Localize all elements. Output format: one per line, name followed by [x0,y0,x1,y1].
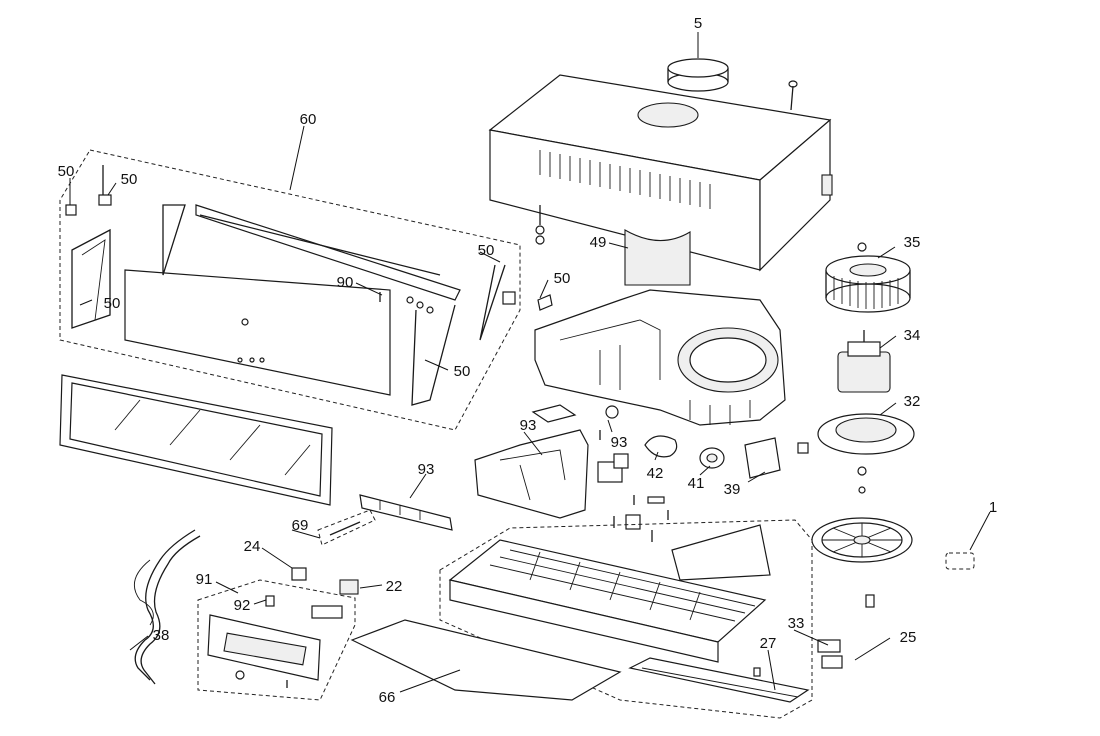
fan-guard [811,517,913,608]
callout-93: 93 [611,434,628,451]
callout-41: 41 [688,475,705,492]
screws-90 [379,292,434,314]
bracket-50-top [65,165,553,311]
callout-32: 32 [904,393,921,410]
callout-1: 1 [989,499,997,516]
filter-clips [817,639,843,669]
callout-42: 42 [647,465,664,482]
fan-motor [837,330,891,393]
callout-66: 66 [379,689,396,706]
callout-50: 50 [554,270,571,287]
screw [788,80,798,111]
callout-92: 92 [234,597,251,614]
power-cord [133,529,201,685]
grease-filter [628,657,810,703]
fastener-stack [535,205,545,245]
bulb-socket [699,447,725,469]
callout-labels: 5 60 50 50 50 50 50 50 90 49 35 34 32 1 … [58,15,998,706]
callout-93: 93 [520,417,537,434]
front-trim-panel [350,619,622,701]
callout-50: 50 [454,363,471,380]
damper-flap [624,229,691,286]
callout-5: 5 [694,15,702,32]
callout-22: 22 [386,578,403,595]
duct-collar [667,58,729,92]
callout-91: 91 [196,571,213,588]
callout-34: 34 [904,327,921,344]
socket-clip [531,404,577,423]
light-bulb [644,435,678,458]
small-fasteners [599,430,669,542]
lamp-socket [597,405,629,483]
filter-frame-assembly [59,149,521,431]
light-housing [474,429,589,519]
control-panel-assembly [197,579,356,701]
wire-harness [317,509,376,546]
callout-90: 90 [337,274,354,291]
callout-39: 39 [724,481,741,498]
bottom-panel-assembly [439,519,813,719]
callout-24: 24 [244,538,261,555]
callout-49: 49 [590,234,607,251]
callout-27: 27 [760,635,777,652]
callout-93: 93 [418,461,435,478]
callout-69: 69 [292,517,309,534]
callout-50: 50 [121,171,138,188]
callout-60: 60 [300,111,317,128]
top-housing [488,74,833,272]
blower-wheel [825,242,911,313]
glass-panel [59,374,333,506]
switch-24 [291,567,307,581]
terminal-block [744,437,809,479]
leader-lines [69,32,991,693]
switch-22 [339,579,359,595]
callout-25: 25 [900,629,917,646]
callout-33: 33 [788,615,805,632]
motor-plate [817,413,915,494]
callout-38: 38 [153,627,170,644]
switch-bracket [359,494,453,531]
callout-50: 50 [104,295,121,312]
callout-35: 35 [904,234,921,251]
callout-50: 50 [58,163,75,180]
blower-housing [534,289,786,426]
callout-50: 50 [478,242,495,259]
nut-clip [945,552,975,570]
